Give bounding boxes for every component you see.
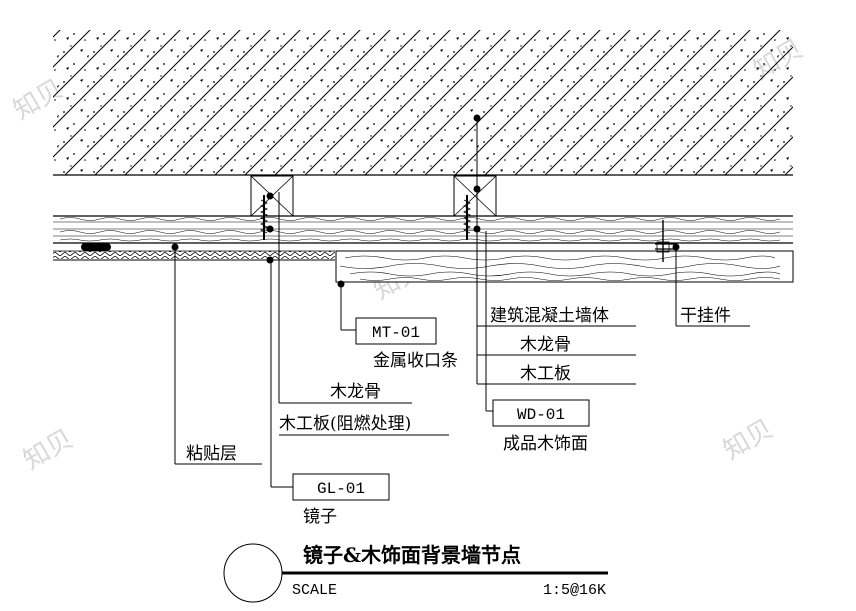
label-board-right: 木工板 xyxy=(520,364,571,384)
wood-keel-right xyxy=(453,175,497,217)
code-gl: GL-01 xyxy=(317,480,365,498)
scale-label: SCALE xyxy=(292,582,337,599)
code-box-wd: WD-01 xyxy=(492,399,590,427)
leader-lines xyxy=(174,118,750,488)
screw-right xyxy=(463,195,471,240)
label-keel-left: 木龙骨 xyxy=(330,382,381,402)
mirror-layer xyxy=(53,243,335,261)
label-wood-finish: 成品木饰面 xyxy=(503,434,588,454)
leader-dots xyxy=(171,114,680,288)
code-wd: WD-01 xyxy=(517,406,565,424)
label-keel-right: 木龙骨 xyxy=(520,335,571,355)
code-box-gl: GL-01 xyxy=(292,473,390,501)
drawing-title: 镜子&木饰面背景墙节点 xyxy=(303,543,521,567)
adhesive-pad xyxy=(81,243,111,251)
label-mirror: 镜子 xyxy=(303,507,337,527)
hanger-clip xyxy=(655,220,675,262)
label-wall: 建筑混凝土墙体 xyxy=(490,306,609,326)
concrete-wall xyxy=(53,30,793,176)
label-metal-strip: 金属收口条 xyxy=(373,351,458,371)
label-board-left: 木工板(阻燃处理) xyxy=(279,414,411,434)
label-hanger: 干挂件 xyxy=(680,306,731,326)
watermark: 知贝 xyxy=(719,414,779,466)
watermark: 知贝 xyxy=(19,424,79,476)
scale-value: 1:5@16K xyxy=(543,582,606,599)
title-block: 镜子&木饰面背景墙节点 SCALE 1:5@16K xyxy=(223,543,608,603)
plywood-layer xyxy=(53,215,793,244)
screw-left xyxy=(260,195,268,240)
code-box-mt: MT-01 xyxy=(355,317,437,345)
wood-finish-panel xyxy=(335,250,794,283)
label-adhesive: 粘贴层 xyxy=(186,444,237,464)
code-mt: MT-01 xyxy=(372,324,420,342)
